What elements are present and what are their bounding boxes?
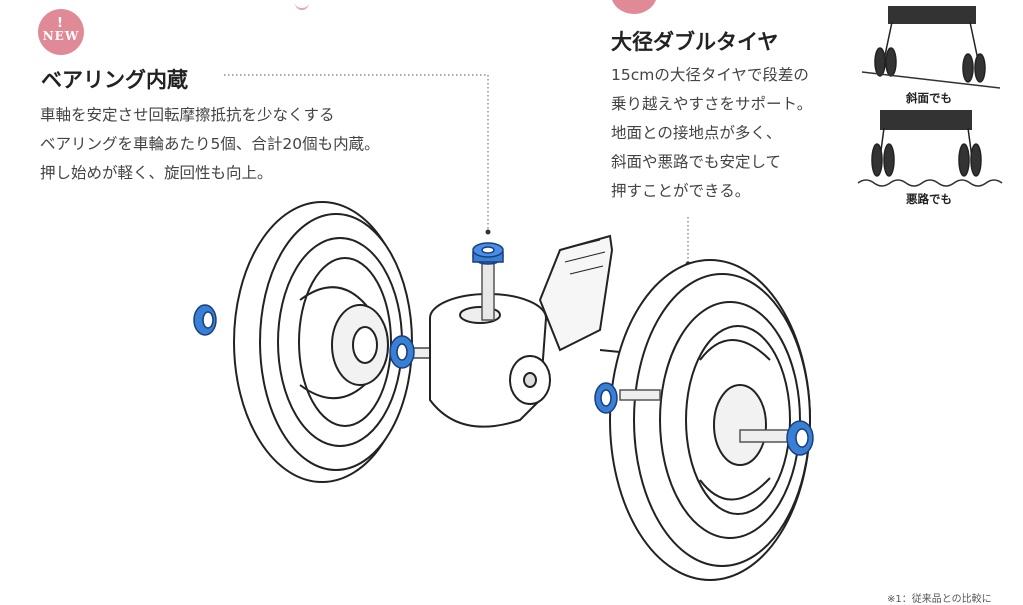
inset-label-slope: 斜面でも	[906, 91, 952, 105]
bearing-description: 車軸を安定させ回転摩擦抵抗を少なくする ベアリングを車輪あたり5個、合計20個も…	[40, 106, 380, 182]
right-inner-bearing	[594, 382, 618, 414]
decorative-arc	[295, 0, 309, 10]
bearing-leader-line	[224, 74, 489, 232]
bearing-leader-dot	[485, 229, 491, 235]
tire-title: 大径ダブルタイヤ	[611, 30, 779, 54]
inset-label-rough: 悪路でも	[906, 192, 952, 206]
new-badge: ! NEW	[38, 9, 84, 55]
left-wheel	[233, 201, 413, 483]
bearing-title: ベアリング内蔵	[41, 68, 188, 92]
inset-rough-illustration	[857, 110, 1003, 187]
badge-text: NEW	[42, 29, 80, 43]
caster-housing	[429, 234, 621, 428]
tire-description: 15cmの大径タイヤで段差の 乗り越えやすさをサポート。 地面との接地点が多く、…	[611, 66, 813, 200]
badge-mark: !	[57, 16, 63, 31]
left-outer-bearing	[193, 304, 217, 336]
inset-slope-illustration	[861, 6, 1001, 89]
left-inner-bearing	[389, 335, 441, 369]
footnote: ※1：従来品との比較に	[887, 594, 992, 605]
feature-badge	[611, 0, 657, 14]
right-wheel	[609, 259, 811, 581]
top-bearing	[472, 242, 504, 321]
right-outer-bearing	[786, 420, 814, 456]
